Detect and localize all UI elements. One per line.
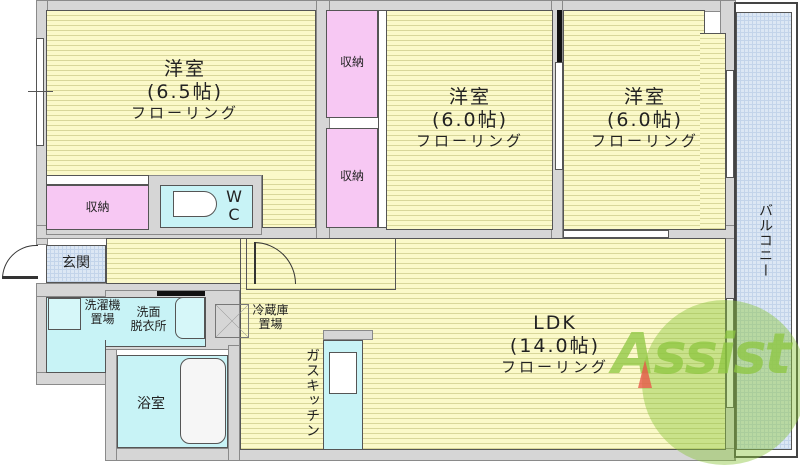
- room-size: (14.0帖): [509, 334, 601, 357]
- wc: W C: [160, 185, 253, 228]
- storage-2-label: 収納: [339, 55, 364, 69]
- western-room-2-label: 洋室 (6.0帖) フローリング: [395, 86, 545, 150]
- wash-basin-icon: [175, 297, 205, 339]
- room-3-closet-doors: [563, 230, 669, 238]
- washroom-label: 洗面 脱衣所: [126, 305, 171, 334]
- storage-2: 収納: [326, 10, 378, 118]
- toilet-icon: [173, 191, 217, 217]
- room-size: (6.0帖): [431, 108, 509, 131]
- fridge-space-icon: [215, 304, 249, 338]
- washer-space-label: 洗濯機 置場: [80, 298, 125, 327]
- window-room-3: [726, 70, 734, 178]
- storage-1-label: 収納: [85, 200, 110, 214]
- room-name: 洋室: [448, 86, 491, 108]
- western-room-1-label: 洋室 (6.5帖) フローリング: [110, 58, 260, 122]
- wc-label-c: C: [228, 204, 240, 224]
- western-room-2: [386, 10, 553, 230]
- balcony-label: バルコニー: [757, 203, 773, 278]
- washroom-lower: [46, 340, 106, 373]
- wc-label: W C: [223, 188, 245, 223]
- western-room-3-right: [700, 33, 726, 230]
- room-flooring: フローリング: [590, 131, 699, 150]
- kitchen-counter: [323, 340, 363, 450]
- balcony: バルコニー: [736, 12, 792, 450]
- window-room-1: [36, 38, 44, 146]
- fridge-space-line2: 置場: [258, 317, 283, 332]
- sliding-partition: [557, 10, 562, 62]
- room-size: (6.0帖): [606, 108, 684, 131]
- window-mark-room-1: [28, 91, 53, 92]
- storage-3: 収納: [326, 128, 378, 228]
- wall-bath-right: [228, 345, 240, 461]
- room-name: 洋室: [163, 58, 206, 80]
- wall-bath-left: [105, 345, 117, 461]
- sink-icon: [329, 352, 357, 394]
- storage-1-doors: [46, 175, 149, 185]
- fridge-space-label: 冷蔵庫 置場: [248, 303, 293, 332]
- western-room-3-label: 洋室 (6.0帖) フローリング: [570, 86, 720, 150]
- room-flooring: フローリング: [500, 357, 609, 376]
- wall-wash-bottom: [36, 372, 116, 385]
- kitchen-counter-top: [323, 330, 373, 340]
- entrance-door[interactable]: [2, 245, 38, 279]
- washer-space-line2: 置場: [90, 312, 115, 327]
- entrance-label: 玄関: [62, 255, 90, 271]
- gas-kitchen-label: ガスキッチン: [304, 348, 320, 438]
- room-name: LDK: [533, 312, 577, 334]
- western-room-1: [46, 10, 316, 178]
- entrance: 玄関: [46, 245, 106, 283]
- fridge-space-line1: 冷蔵庫: [252, 303, 289, 317]
- storage-1: 収納: [46, 185, 149, 230]
- window-ldk: [726, 298, 734, 408]
- bathroom: 浴室: [117, 355, 228, 448]
- washroom-line1: 洗面: [136, 305, 161, 319]
- washer-space-line1: 洗濯機: [84, 298, 121, 312]
- storage-3-label: 収納: [339, 169, 364, 183]
- washroom-line2: 脱衣所: [130, 319, 167, 334]
- partition-door: [555, 62, 563, 170]
- room-flooring: フローリング: [415, 131, 524, 150]
- western-room-1-extension: [262, 175, 316, 228]
- washroom-door-bar: [157, 291, 205, 296]
- room-size: (6.5帖): [146, 80, 224, 103]
- bathroom-label: 浴室: [137, 396, 165, 412]
- washer-icon: [48, 298, 81, 330]
- room-name: 洋室: [623, 86, 666, 108]
- bathtub-icon: [180, 358, 226, 444]
- ldk-label: LDK (14.0帖) フローリング: [480, 312, 630, 376]
- hallway: [106, 238, 246, 284]
- room-flooring: フローリング: [130, 103, 239, 122]
- wc-label-w: W: [226, 187, 242, 206]
- western-room-3: [563, 10, 705, 230]
